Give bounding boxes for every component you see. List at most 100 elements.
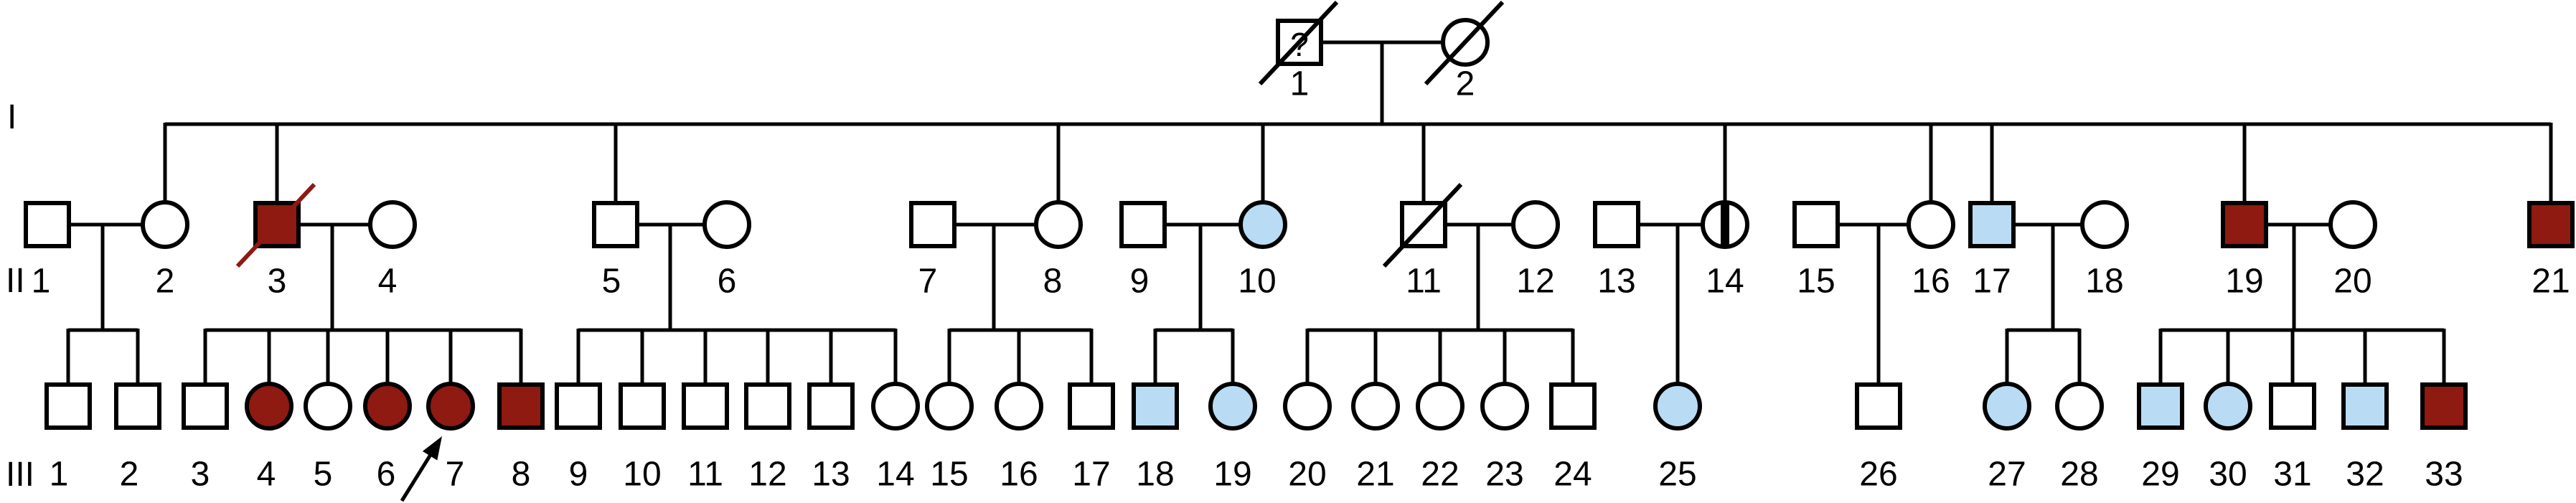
union-u6 — [1305, 222, 1575, 392]
individual-number-II-8: 8 — [1043, 263, 1063, 301]
individual-number-III-21: 21 — [1356, 456, 1394, 494]
individual-III-18: 18 — [1132, 382, 1179, 494]
individual-III-20: 20 — [1283, 382, 1332, 494]
individual-III-15: 15 — [925, 382, 974, 494]
male-symbol — [619, 382, 666, 430]
deceased-slash — [235, 182, 316, 268]
individual-III-33: 33 — [2420, 382, 2468, 494]
individual-number-III-18: 18 — [1136, 456, 1174, 494]
male-symbol — [2221, 201, 2268, 248]
individual-number-III-4: 4 — [257, 456, 276, 494]
union-u4 — [947, 222, 1094, 392]
female-symbol — [702, 200, 751, 249]
individual-number-III-23: 23 — [1485, 456, 1523, 494]
individual-II-7: 7 — [909, 201, 956, 301]
individual-II-2: 2 — [141, 200, 189, 301]
individual-number-III-5: 5 — [314, 456, 333, 494]
individual-III-22: 22 — [1416, 382, 1465, 494]
individual-number-II-14: 14 — [1706, 263, 1744, 301]
union-u10 — [2158, 222, 2446, 392]
female-symbol — [1283, 382, 1332, 431]
female-symbol — [304, 382, 352, 431]
union-uI — [163, 40, 2553, 210]
individual-I-2: 2 — [1424, 0, 1505, 103]
male-symbol — [744, 382, 791, 430]
male-symbol — [1593, 201, 1640, 248]
male-symbol — [592, 201, 639, 248]
individual-number-III-24: 24 — [1553, 456, 1592, 494]
female-symbol — [1983, 382, 2031, 431]
male-symbol — [807, 382, 855, 430]
individual-III-9: 9 — [555, 382, 602, 494]
male-symbol — [44, 382, 92, 430]
individual-II-20: 20 — [2328, 200, 2377, 301]
union-u7 — [1638, 222, 1703, 398]
individual-number-III-28: 28 — [2060, 456, 2098, 494]
female-symbol — [1480, 382, 1529, 431]
individual-number-III-14: 14 — [876, 456, 914, 494]
union-u1 — [66, 222, 143, 392]
individual-III-1: 1 — [44, 382, 92, 494]
male-symbol — [2137, 382, 2184, 430]
individual-number-III-32: 32 — [2346, 456, 2384, 494]
individual-III-13: 13 — [807, 382, 855, 494]
male-symbol — [909, 201, 956, 248]
male-symbol — [114, 382, 161, 430]
carrier-bar — [1721, 203, 1729, 246]
individual-II-11: 11 — [1382, 182, 1463, 301]
individual-II-5: 5 — [592, 201, 639, 301]
individual-number-II-15: 15 — [1797, 263, 1835, 301]
individual-III-8: 8 — [497, 382, 545, 494]
union-u9 — [2005, 222, 2082, 392]
individual-number-III-13: 13 — [812, 456, 850, 494]
individual-number-III-33: 33 — [2425, 456, 2463, 494]
female-symbol — [871, 382, 920, 431]
female-symbol — [1653, 382, 1702, 431]
male-symbol — [1119, 201, 1167, 248]
individual-number-II-19: 19 — [2225, 263, 2263, 301]
female-symbol — [1034, 200, 1083, 249]
individual-III-19: 19 — [1208, 382, 1257, 494]
individual-number-II-3: 3 — [268, 263, 287, 301]
individual-II-14: 14 — [1701, 200, 1749, 301]
individual-II-18: 18 — [2080, 200, 2129, 301]
individuals: ?121234567891011121314151617181920211234… — [24, 0, 2575, 494]
union-u2 — [203, 222, 523, 392]
male-symbol — [2420, 382, 2468, 430]
female-symbol — [2055, 382, 2104, 431]
individual-number-III-7: 7 — [446, 456, 465, 494]
individual-III-5: 5 — [304, 382, 352, 494]
individual-number-III-8: 8 — [512, 456, 531, 494]
individual-number-III-9: 9 — [569, 456, 588, 494]
individual-number-III-1: 1 — [50, 456, 69, 494]
individual-number-III-11: 11 — [687, 456, 723, 494]
female-symbol — [1238, 200, 1287, 249]
individual-number-II-9: 9 — [1130, 263, 1150, 301]
individual-III-3: 3 — [182, 382, 229, 494]
female-symbol — [363, 382, 412, 431]
individual-number-III-3: 3 — [191, 456, 210, 494]
individual-II-21: 21 — [2527, 201, 2575, 301]
individual-number-II-1: 1 — [32, 263, 51, 301]
female-symbol — [2204, 382, 2252, 431]
individual-II-16: 16 — [1907, 200, 1955, 301]
individual-II-12: 12 — [1511, 200, 1560, 301]
male-symbol — [182, 382, 229, 430]
individual-III-16: 16 — [995, 382, 1043, 494]
individual-number-III-25: 25 — [1658, 456, 1696, 494]
individual-III-30: 30 — [2204, 382, 2252, 494]
individual-number-II-16: 16 — [1912, 263, 1950, 301]
individual-III-4: 4 — [245, 382, 293, 494]
individual-II-10: 10 — [1238, 200, 1287, 301]
individual-II-17: 17 — [1968, 201, 2016, 301]
female-symbol — [1511, 200, 1560, 249]
male-symbol — [1855, 382, 1902, 430]
female-symbol — [245, 382, 293, 431]
individual-III-21: 21 — [1351, 382, 1400, 494]
female-symbol — [141, 200, 189, 249]
individual-number-II-12: 12 — [1516, 263, 1554, 301]
individual-number-III-15: 15 — [930, 456, 968, 494]
individual-number-III-19: 19 — [1213, 456, 1251, 494]
generation-label-I: I — [7, 98, 17, 136]
